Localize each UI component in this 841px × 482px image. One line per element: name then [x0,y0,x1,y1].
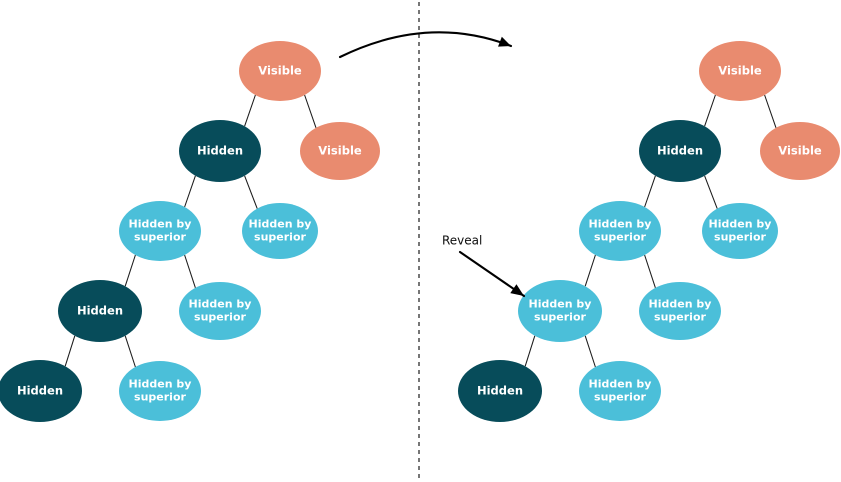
transform-arrow [338,31,513,59]
tree-edge [584,254,596,287]
node-ellipse[interactable] [300,122,380,180]
tree-node-visible[interactable]: Visible [760,122,840,180]
arrow-head-icon [510,284,524,296]
tree-edge [244,94,256,127]
tree-edge [524,335,536,367]
node-ellipse[interactable] [579,201,661,261]
node-ellipse[interactable] [702,203,778,259]
node-ellipse[interactable] [518,280,602,342]
tree-node-hidden[interactable]: Hidden [458,360,542,422]
tree-node-hidden[interactable]: Hidden [0,360,82,422]
node-ellipse[interactable] [0,360,82,422]
node-ellipse[interactable] [239,41,321,101]
node-ellipse[interactable] [639,120,721,182]
node-ellipse[interactable] [58,280,142,342]
tree-edge [584,335,596,368]
node-ellipse[interactable] [179,120,261,182]
tree-edge [64,335,76,367]
node-ellipse[interactable] [179,282,261,340]
tree-edge [124,254,136,287]
tree-edge [184,175,196,208]
node-ellipse[interactable] [458,360,542,422]
tree-edge [644,175,656,208]
node-ellipse[interactable] [579,361,661,421]
tree-edge [704,94,716,127]
tree-node-hidden[interactable]: Hidden [58,280,142,342]
node-ellipse[interactable] [242,203,318,259]
tree-node-visible[interactable]: Visible [300,122,380,180]
tree-edge [304,94,317,128]
arrow-head-icon [498,36,511,47]
tree-node-visible[interactable]: Visible [239,41,321,101]
node-ellipse[interactable] [119,361,201,421]
edges-layer [64,94,777,368]
tree-edge [704,175,718,209]
tree-edge [124,335,136,368]
reveal-annotation: Reveal [442,234,526,298]
tree-edge [764,94,777,128]
arrow-shaft-icon [458,250,526,298]
tree-edge [184,254,196,288]
arrow-shaft-icon [338,31,513,59]
annotations-layer: Reveal [338,31,526,298]
node-ellipse[interactable] [699,41,781,101]
after-tree-edges [524,94,777,368]
tree-node-hidden[interactable]: Hidden [179,120,261,182]
tree-node-hidden[interactable]: Hidden [639,120,721,182]
node-ellipse[interactable] [639,282,721,340]
node-ellipse[interactable] [760,122,840,180]
tree-edge [644,254,656,288]
tree-node-visible[interactable]: Visible [699,41,781,101]
annotation-label: Reveal [442,234,482,248]
node-ellipse[interactable] [119,201,201,261]
before-tree-edges [64,94,317,368]
tree-edge [244,175,258,209]
